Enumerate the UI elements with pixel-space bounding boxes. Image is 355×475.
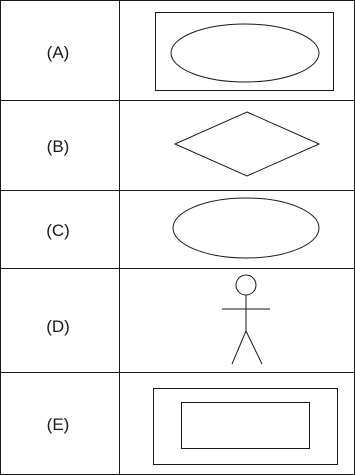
inner-ellipse — [170, 23, 320, 83]
outer-rectangle — [153, 388, 338, 465]
stick-figure-left-leg — [231, 330, 247, 365]
row-label-b: (B) — [47, 137, 70, 156]
stick-figure-right-leg — [245, 330, 263, 365]
table-row-a: (A) — [47, 12, 334, 91]
ellipse-in-rectangle-shape — [155, 12, 334, 91]
table-row-e: (E) — [47, 388, 338, 465]
ellipse-shape — [172, 197, 320, 259]
stick-figure-head — [235, 274, 257, 296]
rectangle-in-rectangle-shape — [153, 388, 338, 465]
row-label-e: (E) — [47, 415, 70, 434]
table-row-c: (C) — [46, 197, 320, 259]
outer-rectangle — [155, 12, 334, 91]
table-row-b: (B) — [47, 111, 321, 177]
stick-figure-shape — [222, 274, 270, 365]
row-label-d: (D) — [46, 317, 70, 336]
table-row-d: (D) — [46, 274, 270, 365]
row-label-c: (C) — [46, 221, 70, 240]
diamond-shape — [173, 111, 321, 177]
row-label-a: (A) — [47, 43, 70, 62]
inner-rectangle — [181, 402, 310, 449]
